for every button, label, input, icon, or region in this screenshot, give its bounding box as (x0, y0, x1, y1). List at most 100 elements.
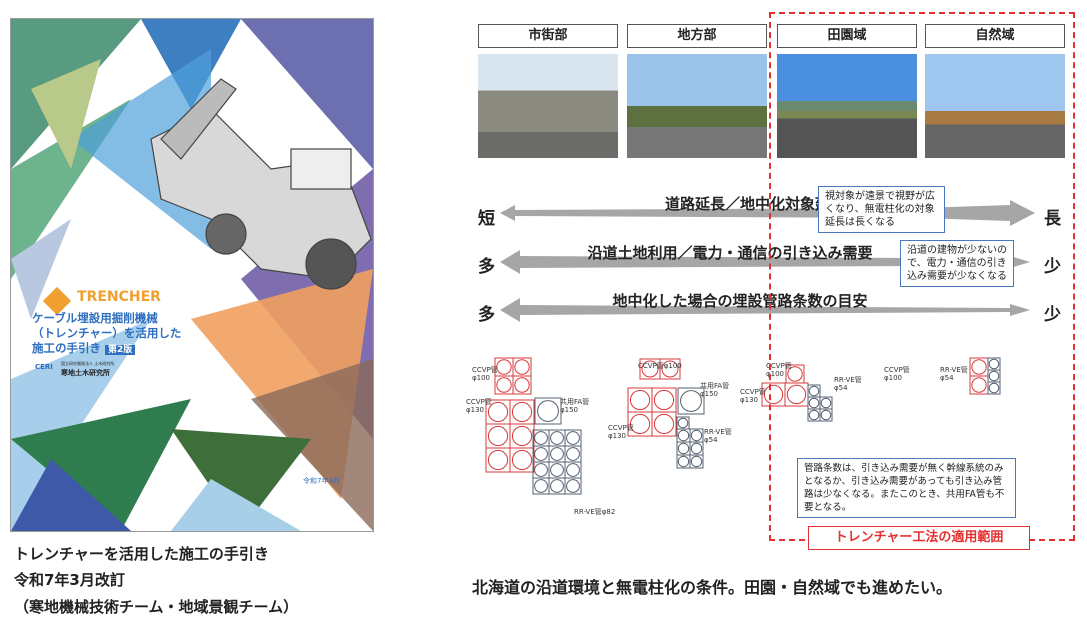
ccvp100-pipe (971, 377, 987, 393)
fa-pipe (537, 400, 559, 422)
cover-title-line: ケーブル埋設用掘削機械 (32, 311, 158, 325)
rrve82-pipe (550, 463, 564, 477)
row-label-road-length: 道路延長／地中化対象延長 (664, 195, 845, 213)
rrve54-pipe (808, 385, 820, 397)
ccvp100-pipe-cell (512, 375, 532, 395)
ccvp130-pipe (487, 425, 509, 447)
trencher-scope-label: トレンチャー工法の適用範囲 (808, 526, 1030, 550)
rrve54-pipe (808, 409, 820, 421)
rrve82-pipe (566, 479, 580, 493)
ccvp100-pipe (787, 366, 803, 382)
cover-brand: TRENCHER (77, 289, 161, 305)
rrve82-pipe (550, 431, 564, 445)
ccvp130-pipe-cell (509, 399, 535, 425)
rrve82-pipe-cell (532, 461, 550, 479)
rrve54-pipe (677, 442, 690, 455)
row3-left: 多 (478, 305, 495, 325)
cover-title-line: 施工の手引き (32, 341, 101, 355)
photo-rural-road (777, 54, 917, 158)
label-ccvp100-b: CCVP管φ100 (638, 362, 682, 370)
org-small: 国立研究開発法人 土木研究所 (61, 361, 115, 366)
ccvp130-pipe (653, 413, 675, 435)
arrow-road-length (500, 205, 920, 221)
cover-graphic (11, 19, 373, 531)
row2-left: 多 (478, 257, 495, 277)
ccvp130-pipe (511, 449, 533, 471)
trencher-machine-illustration (150, 78, 372, 290)
caption-date: 令和7年3月改訂 (14, 571, 125, 589)
rrve82-pipe-cell (548, 477, 566, 495)
ccvp130-pipe-cell (509, 447, 535, 473)
ccvp130-pipe (487, 401, 509, 423)
rrve54-pipe (677, 417, 689, 429)
ccvp130-pipe (786, 384, 807, 405)
rrve82-pipe (534, 479, 548, 493)
ccvp130-pipe-cell (627, 387, 653, 413)
rrve54-pipe-cell (676, 428, 691, 443)
figure-caption: 北海道の沿道環境と無電柱化の条件。田園・自然域でも進めたい。 (472, 578, 953, 597)
rrve54-pipe (808, 397, 820, 409)
row-label-pipe-count: 地中化した場合の埋設管路条数の目安 (612, 292, 868, 310)
ccvp130-pipe (511, 401, 533, 423)
cover-date: 令和7年3月 (303, 477, 340, 485)
area-header-natural: 自然域 (925, 24, 1065, 48)
callout-pipe-count: 管路条数は、引き込み需要が無く幹線系統のみとなるか、引き込み需要があっても引き込… (797, 458, 1016, 518)
ccvp130-pipe-cell (485, 423, 511, 449)
rrve54-pipe (988, 370, 1000, 382)
ccvp100-pipe (514, 359, 530, 375)
rrve54-pipe-cell (689, 441, 704, 456)
rrve82-pipe-cell (532, 445, 550, 463)
rrve82-pipe-cell (564, 429, 582, 447)
caption-title: トレンチャーを活用した施工の手引き (14, 545, 269, 563)
ccvp100-pipe-cell (659, 358, 681, 380)
ccvp130-pipe-cell (509, 423, 535, 449)
rrve54-pipe (677, 429, 690, 442)
area-header-rural: 田園域 (777, 24, 917, 48)
caption-team: （寒地機械技術チーム・地域景観チーム） (14, 598, 299, 616)
rrve82-pipe-cell (548, 445, 566, 463)
arrows-diagram (500, 200, 1035, 322)
rrve54-pipe-cell (987, 381, 1001, 395)
fa-pipe (680, 390, 702, 412)
cover-title: ケーブル埋設用掘削機械 （トレンチャー）を活用した 施工の手引き 第2版 (32, 311, 181, 358)
arrow-demand (500, 250, 1030, 274)
callout-road-length: 視対象が遠景で視野が広くなり、無電柱化の対象延長は長くなる (818, 186, 945, 233)
ccvp100-pipe (661, 360, 679, 378)
rrve54-pipe (690, 442, 703, 455)
rrve82-pipe (534, 447, 548, 461)
callout-demand: 沿道の建物が少ないので、電力・通信の引き込み需要が少なくなる (900, 240, 1014, 287)
ccvp130-pipe (763, 384, 784, 405)
cover-title-line: （トレンチャー）を活用した (32, 326, 182, 340)
area-header-urban: 市街部 (478, 24, 618, 48)
ccvp130-pipe (511, 425, 533, 447)
ccvp130-pipe (487, 449, 509, 471)
ccvp100-pipe (971, 359, 987, 375)
ccvp130-pipe-cell (485, 447, 511, 473)
photo-urban-street (478, 54, 618, 158)
ccvp130-pipe (653, 389, 675, 411)
rrve54-pipe-cell (676, 416, 690, 430)
label-rrve82: RR-VE管φ82 (574, 508, 616, 516)
ccvp130-pipe-cell (651, 411, 677, 437)
ccvp100-pipe (641, 360, 659, 378)
rrve54-pipe (820, 397, 832, 409)
guide-cover-image[interactable]: TRENCHER ケーブル埋設用掘削機械 （トレンチャー）を活用した 施工の手引… (10, 18, 374, 532)
rrve82-pipe (566, 463, 580, 477)
row1-right: 長 (1044, 209, 1061, 229)
org-name: 寒地土木研究所 (61, 369, 110, 377)
area-header-regional: 地方部 (627, 24, 767, 48)
rrve54-pipe (988, 358, 1000, 370)
rrve82-pipe (534, 463, 548, 477)
rrve82-pipe-cell (532, 477, 550, 495)
fa-pipe-cell (534, 397, 562, 425)
ccvp100-pipe (496, 359, 512, 375)
pipe-diagrams (485, 357, 1001, 495)
rrve82-pipe-cell (564, 477, 582, 495)
